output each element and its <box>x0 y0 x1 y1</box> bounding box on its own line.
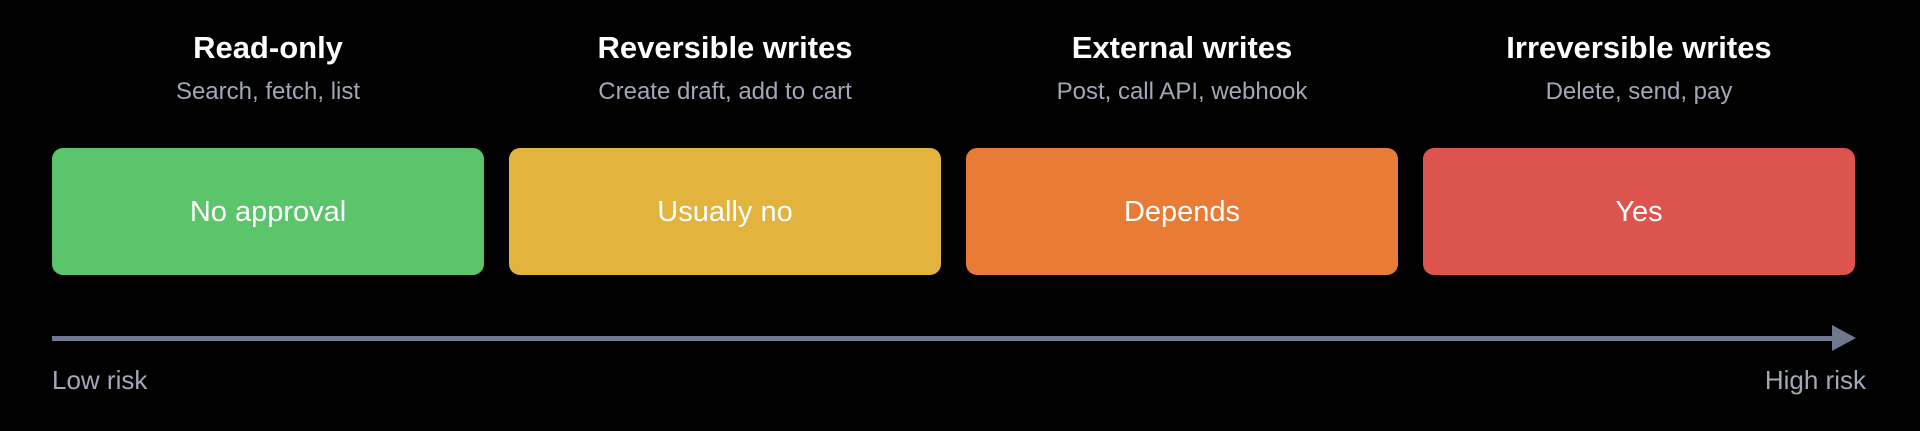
category-examples: Delete, send, pay <box>1545 78 1733 105</box>
category-title: Irreversible writes <box>1506 30 1772 65</box>
category-title: External writes <box>1071 30 1293 65</box>
category-title: Read-only <box>193 30 343 65</box>
high-risk-label: High risk <box>1764 365 1866 395</box>
category-examples: Post, call API, webhook <box>1056 78 1308 105</box>
approval-box: Yes <box>1423 148 1855 275</box>
low-risk-label: Low risk <box>52 365 148 395</box>
arrow-right-icon <box>1832 325 1856 351</box>
category-title: Reversible writes <box>597 30 853 65</box>
approval-label: No approval <box>189 195 347 228</box>
approval-label: Depends <box>1123 195 1241 228</box>
approval-label: Yes <box>1615 195 1663 228</box>
approval-box: Usually no <box>509 148 941 275</box>
approval-label: Usually no <box>657 195 793 228</box>
risk-axis-line <box>52 336 1838 341</box>
approval-box: Depends <box>966 148 1398 275</box>
category-examples: Search, fetch, list <box>175 78 361 105</box>
category-examples: Create draft, add to cart <box>598 78 852 105</box>
approval-box: No approval <box>52 148 484 275</box>
